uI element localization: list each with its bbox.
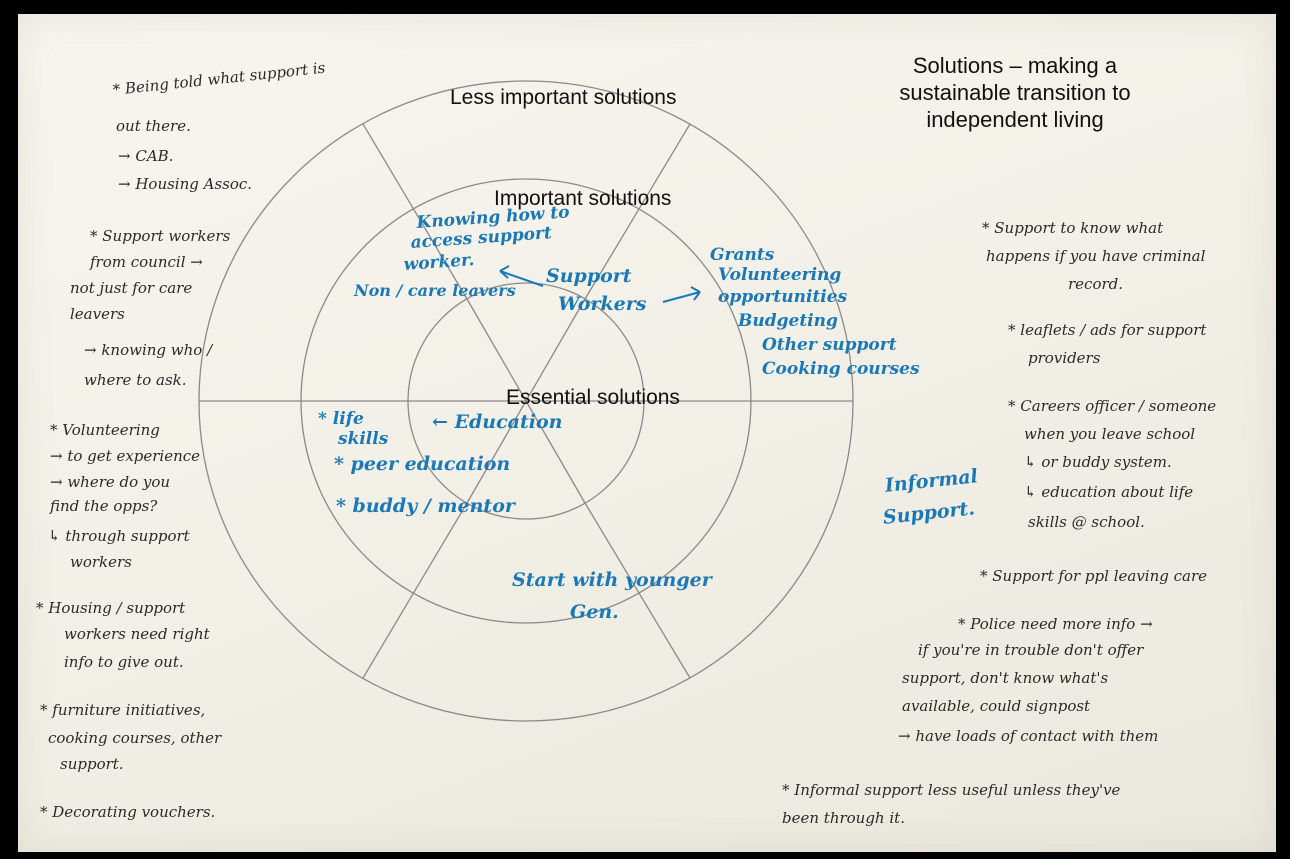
right-note: * Informal support less useful unless th… xyxy=(782,781,1121,799)
blue-note-grants: opportunities xyxy=(718,287,848,307)
right-note: available, could signpost xyxy=(902,697,1091,715)
poster-sheet: Less important solutions Important solut… xyxy=(18,14,1276,852)
right-note: providers xyxy=(1028,349,1101,367)
left-note: * Volunteering xyxy=(50,421,160,439)
right-note: if you're in trouble don't offer xyxy=(918,641,1144,659)
inner-spoke-top-right xyxy=(525,298,586,402)
spoke-bottom-right xyxy=(584,502,691,679)
poster-title: Solutions – making a sustainable transit… xyxy=(899,53,1131,132)
blue-note-grants: Budgeting xyxy=(738,311,838,331)
ring-label-less-important: Less important solutions xyxy=(450,86,677,109)
left-note: workers xyxy=(70,553,132,571)
right-note: ↳ education about life xyxy=(1024,483,1194,501)
right-note: * leaflets / ads for support xyxy=(1008,321,1207,339)
inner-spoke-top-left xyxy=(466,298,527,402)
left-note: → knowing who / xyxy=(84,341,213,359)
left-note: * Housing / support xyxy=(36,599,186,617)
blue-note-peer-education: * peer education xyxy=(334,453,511,475)
left-note: not just for care xyxy=(70,279,193,297)
left-note: cooking courses, other xyxy=(48,729,222,747)
blue-note-start-younger: Gen. xyxy=(570,601,619,623)
blue-note-support-workers: Support xyxy=(546,265,632,287)
right-note: → have loads of contact with them xyxy=(898,727,1159,745)
right-note: happens if you have criminal xyxy=(986,247,1206,265)
right-note: when you leave school xyxy=(1024,425,1196,443)
left-note: * Support workers xyxy=(90,227,231,245)
right-note: * Police need more info → xyxy=(958,615,1153,633)
ring-label-important: Important solutions xyxy=(494,187,672,210)
left-note: → where do you xyxy=(50,473,171,491)
right-note: skills @ school. xyxy=(1028,513,1145,531)
spoke-bottom-left xyxy=(362,502,468,679)
blue-note-start-younger: Start with younger xyxy=(512,569,712,591)
ring-label-essential: Essential solutions xyxy=(506,386,680,409)
blue-note-grants: Other support xyxy=(762,335,897,355)
spoke-top-right xyxy=(584,123,691,300)
left-note: * furniture initiatives, xyxy=(40,701,206,719)
left-note: out there. xyxy=(116,117,191,135)
left-note: workers need right xyxy=(64,625,210,643)
blue-note-grants: Volunteering xyxy=(718,265,842,285)
right-note: * Careers officer / someone xyxy=(1008,397,1217,415)
left-note: ↳ through support xyxy=(48,527,190,545)
blue-note-education: ← Education xyxy=(432,411,563,433)
right-note: record. xyxy=(1068,275,1124,293)
arrow-to-knowing xyxy=(499,265,544,287)
left-note: from council → xyxy=(90,253,203,271)
right-note: * Support for ppl leaving care xyxy=(980,567,1208,585)
blue-note-life-skills: skills xyxy=(338,429,389,449)
spoke-top-left xyxy=(362,123,468,300)
arrow-to-grants xyxy=(662,286,701,303)
right-note: * Support to know what xyxy=(982,219,1164,237)
blue-note-life-skills: * life xyxy=(318,409,364,429)
blue-note-buddy: * buddy / mentor xyxy=(336,495,515,517)
blue-note-grants: Cooking courses xyxy=(762,359,920,379)
left-note: → to get experience xyxy=(50,447,201,465)
left-note: where to ask. xyxy=(84,371,187,389)
left-note: * Decorating vouchers. xyxy=(40,803,216,821)
blue-note-grants: Grants xyxy=(710,245,775,265)
blue-note-noncare: Non / care leavers xyxy=(354,281,516,300)
left-note: → CAB. xyxy=(118,147,174,165)
right-note: been through it. xyxy=(782,809,905,827)
left-note: support. xyxy=(60,755,124,773)
solution-rings-diagram xyxy=(198,80,854,722)
right-note: support, don't know what's xyxy=(902,669,1109,687)
left-note: info to give out. xyxy=(64,653,184,671)
blue-note-support-workers: Workers xyxy=(558,293,647,315)
left-note: leavers xyxy=(70,305,125,323)
left-note: find the opps? xyxy=(50,497,158,515)
left-note: → Housing Assoc. xyxy=(118,175,253,193)
inner-spoke-bottom-right xyxy=(525,400,586,504)
right-note: ↳ or buddy system. xyxy=(1024,453,1172,471)
inner-spoke-bottom-left xyxy=(466,400,527,504)
